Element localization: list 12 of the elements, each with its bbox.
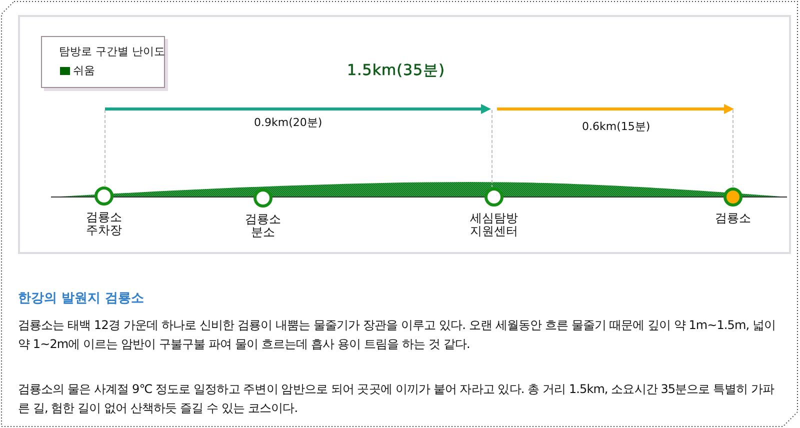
- station-label: 검룡소 주차장: [85, 211, 123, 237]
- station-label: 검룡소 분소: [244, 213, 282, 239]
- legend-title: 탐방로 구간별 난이도: [59, 45, 165, 58]
- station-label: 검룡소: [715, 212, 751, 225]
- distance-label: 0.9km(20분): [254, 116, 322, 129]
- station-label: 세심탐방 지원센터: [469, 212, 519, 238]
- paragraph: 검룡소의 물은 사계절 9℃ 정도로 일정하고 주변이 암반으로 되어 곳곳에 이끼가 붙어 자라고 있다. 총 거리 1.5km, 소요시간 35분으로 특별히 가파른 길, 험한 길이 없어 산책하듯 즐길 수 있는 코스이다.: [18, 381, 776, 417]
- total-distance-label: 1.5km(35분): [347, 61, 445, 79]
- paragraph: 검룡소는 태백 12경 가운데 하나로 신비한 검룡이 내뿜는 물줄기가 장관을 이루고 있다. 오랜 세월동안 흐른 물줄기 때문에 깊이 약 1m~1.5m, 넓이 약 1~2m에 이르는 암반이 구불구불 파여 물이 흐르는데 흡사 용이 트림을 하는 것 같다.: [18, 317, 777, 353]
- distance-label: 0.6km(15분): [582, 120, 650, 133]
- section-heading: 한강의 발원지 검룡소: [18, 291, 144, 307]
- legend-label: 쉬움: [73, 64, 95, 77]
